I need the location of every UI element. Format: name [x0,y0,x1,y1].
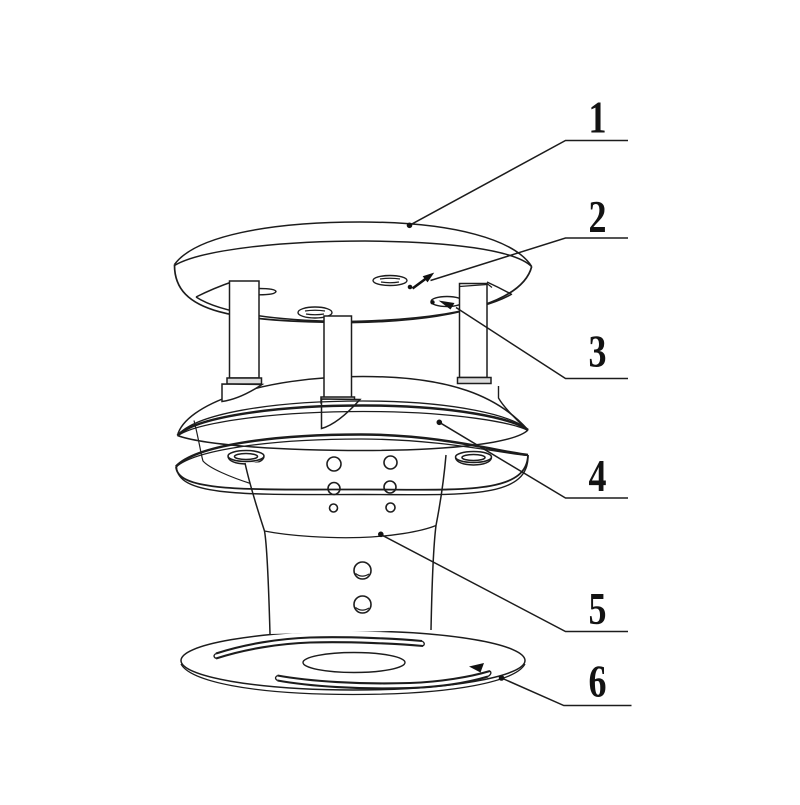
svg-text:2: 2 [588,192,606,242]
svg-text:1: 1 [588,93,606,143]
svg-text:5: 5 [588,584,606,634]
svg-text:6: 6 [588,657,606,707]
svg-text:4: 4 [588,451,606,501]
svg-text:3: 3 [588,327,606,377]
